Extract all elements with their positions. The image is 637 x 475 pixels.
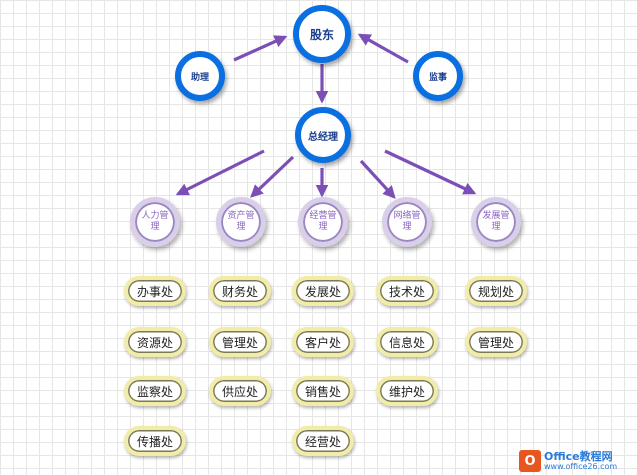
office-node: 发展处 (292, 276, 354, 306)
department-label: 网络管理 (393, 210, 421, 232)
arrow-gm-to-assets (250, 155, 295, 198)
office-node: 管理处 (209, 327, 271, 357)
office-node: 技术处 (376, 276, 438, 306)
office-node: 资源处 (124, 327, 186, 357)
office-node: 监察处 (124, 376, 186, 406)
office-node: 传播处 (124, 426, 186, 456)
shareholder-node: 股东 (293, 5, 351, 63)
department-node-assets: 资产管理 (216, 197, 266, 247)
watermark-url: www.office26.com (544, 461, 618, 471)
shareholder-label: 股东 (309, 27, 334, 42)
general-manager-label: 总经理 (308, 131, 338, 143)
department-label: 发展管理 (482, 210, 510, 232)
watermark: O Office教程网 www.office26.com (519, 447, 637, 475)
arrow-assistant-to-shareholder (233, 35, 288, 62)
office-node: 信息处 (376, 327, 438, 357)
supervisor-node: 监事 (413, 51, 463, 101)
department-node-operations: 经营管理 (298, 197, 348, 247)
arrow-supervisor-to-shareholder (357, 33, 409, 64)
department-label: 经营管理 (309, 210, 337, 232)
watermark-title: Office教程网 (544, 450, 613, 464)
department-label: 人力管理 (141, 210, 169, 232)
assistant-label: 助理 (190, 72, 209, 83)
office-node: 销售处 (292, 376, 354, 406)
office-node: 维护处 (376, 376, 438, 406)
office-logo-icon: O (519, 450, 541, 472)
department-node-hr: 人力管理 (130, 197, 180, 247)
office-node: 财务处 (209, 276, 271, 306)
general-manager-node: 总经理 (295, 107, 351, 163)
arrow-gm-to-network (359, 159, 396, 199)
office-node: 规划处 (465, 276, 527, 306)
office-node: 客户处 (292, 327, 354, 357)
arrow-gm-to-development (384, 149, 477, 195)
office-node: 经营处 (292, 426, 354, 456)
department-node-network: 网络管理 (382, 197, 432, 247)
office-node: 供应处 (209, 376, 271, 406)
department-label: 资产管理 (227, 210, 255, 232)
office-node: 办事处 (124, 276, 186, 306)
department-node-development: 发展管理 (471, 197, 521, 247)
assistant-node: 助理 (175, 51, 225, 101)
arrow-gm-to-hr (175, 149, 265, 196)
office-node: 管理处 (465, 327, 527, 357)
supervisor-label: 监事 (428, 72, 447, 83)
